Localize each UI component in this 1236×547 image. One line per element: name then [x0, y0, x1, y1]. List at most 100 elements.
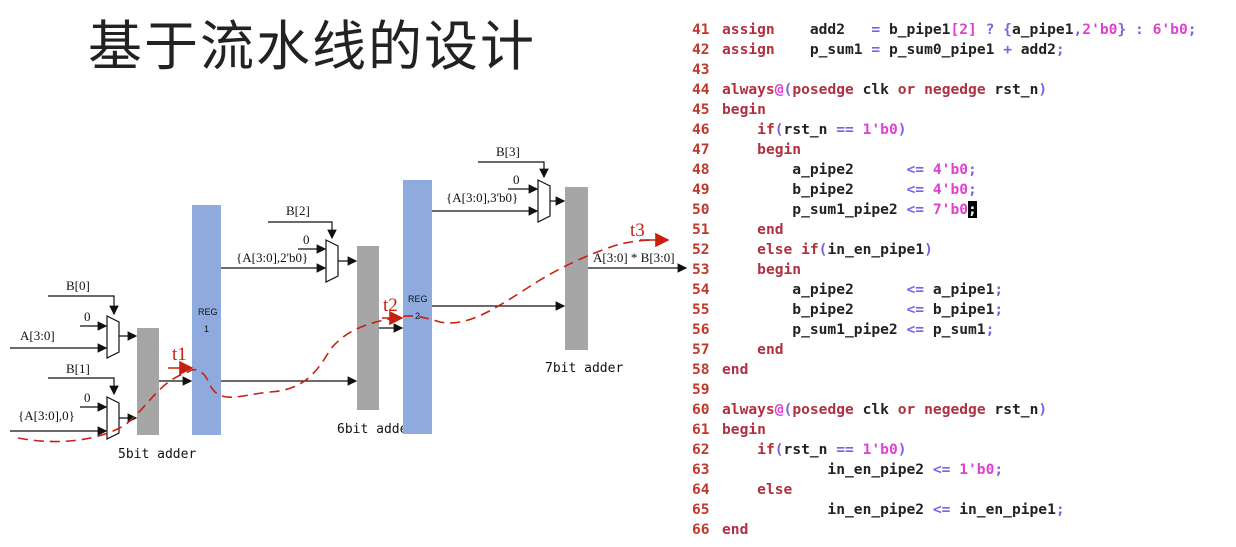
code-token: )	[897, 441, 907, 458]
code-line: 59	[692, 380, 1197, 400]
reg-1-index: 1	[204, 324, 209, 334]
line-number: 56	[692, 321, 710, 338]
code-token: rst_n	[783, 121, 837, 138]
code-token: [2]	[950, 21, 977, 38]
code-token: ;	[994, 461, 1004, 478]
label-b1: B[1]	[66, 361, 90, 376]
code-token: <=	[906, 301, 933, 318]
line-number: 58	[692, 361, 710, 378]
code-token: p_sum1	[932, 321, 986, 338]
adder-5bit-label: 5bit adder	[118, 447, 196, 462]
code-token: assign	[722, 41, 775, 58]
code-token: end	[757, 221, 784, 238]
code-token: rst_n	[783, 441, 837, 458]
line-number: 47	[692, 141, 710, 158]
line-number: 66	[692, 521, 710, 538]
wire-b2	[268, 221, 337, 240]
code-token	[722, 221, 757, 238]
line-number: 49	[692, 181, 710, 198]
code-token: in_en_pipe2	[722, 501, 933, 518]
code-token: ;	[1055, 501, 1065, 518]
code-token: b_pipe2	[722, 181, 907, 198]
code-token: b_pipe2	[722, 301, 907, 318]
line-number: 43	[692, 61, 710, 78]
line-number: 59	[692, 381, 710, 398]
code-line: 64 else	[692, 480, 1197, 500]
code-token: +	[1003, 41, 1021, 58]
code-token: a_pipe2	[722, 281, 907, 298]
label-a-shift3: {A[3:0],3'b0}	[446, 190, 518, 205]
code-token: posedge	[792, 401, 863, 418]
output-label: A[3:0] * B[3:0]	[593, 250, 675, 265]
code-token: in_en_pipe1	[959, 501, 1056, 518]
code-token	[722, 261, 757, 278]
code-line: 46 if(rst_n == 1'b0)	[692, 120, 1197, 140]
reg-1	[192, 205, 221, 435]
label-b0: B[0]	[66, 278, 90, 293]
code-token: end	[722, 361, 749, 378]
stage-t2: t2	[383, 295, 398, 316]
code-line: 43	[692, 60, 1197, 80]
code-token: negedge	[924, 401, 995, 418]
code-token: )	[897, 121, 907, 138]
label-zero-2: 0	[84, 390, 91, 405]
code-token: a_pipe2	[722, 161, 907, 178]
code-line: 66 end	[692, 520, 1197, 540]
code-token: 4'b0	[932, 161, 969, 178]
line-number: 52	[692, 241, 710, 258]
code-token: p_sum1	[774, 41, 872, 58]
line-number: 55	[692, 301, 710, 318]
code-token: 4'b0	[932, 181, 969, 198]
code-line: 57 end	[692, 340, 1197, 360]
pipeline-path-red	[17, 239, 656, 443]
code-token: p_sum0_pipe1	[888, 41, 1004, 58]
code-token: ;	[985, 321, 995, 338]
code-token: =	[871, 41, 889, 58]
code-token: (	[783, 401, 793, 418]
code-token: 2'b0	[1082, 21, 1118, 38]
line-number: 46	[692, 121, 710, 138]
code-token: ;	[994, 301, 1004, 318]
code-token: always	[722, 401, 775, 418]
code-token: rst_n	[994, 401, 1039, 418]
code-token: else if	[757, 241, 819, 258]
code-line: 55 b_pipe2 <= b_pipe1;	[692, 300, 1197, 320]
code-token: add2	[774, 21, 872, 38]
line-number: 54	[692, 281, 710, 298]
line-number: 41	[692, 21, 710, 38]
slide-title: 基于流水线的设计	[88, 15, 536, 78]
code-token: begin	[722, 421, 766, 438]
code-token: assign	[722, 21, 775, 38]
code-token: ;	[1055, 41, 1065, 58]
stage-t3: t3	[630, 220, 645, 241]
code-token: =	[871, 21, 889, 38]
code-token: end	[722, 521, 749, 538]
code-token: ,	[1073, 21, 1083, 38]
code-token: 6'b0	[1152, 21, 1188, 38]
code-line: 45 begin	[692, 100, 1197, 120]
label-a-shift2: {A[3:0],2'b0}	[236, 250, 308, 265]
line-number: 50	[692, 201, 710, 218]
code-token: begin	[722, 101, 766, 118]
code-line: 56 p_sum1_pipe2 <= p_sum1;	[692, 320, 1197, 340]
code-token: end	[757, 341, 784, 358]
code-token: <=	[906, 161, 933, 178]
adder-7bit-label: 7bit adder	[545, 361, 623, 376]
line-number: 44	[692, 81, 710, 98]
code-token: (	[783, 81, 793, 98]
code-token: add2	[1020, 41, 1056, 58]
code-line: 49 b_pipe2 <= 4'b0;	[692, 180, 1197, 200]
line-number: 63	[692, 461, 710, 478]
code-token: ;	[994, 281, 1004, 298]
line-number: 45	[692, 101, 710, 118]
code-token: (	[774, 121, 784, 138]
code-token	[722, 341, 757, 358]
code-token: p_sum1_pipe2	[722, 201, 907, 218]
code-token: 1'b0	[959, 461, 995, 478]
code-token: clk	[862, 401, 898, 418]
wire-b0	[48, 295, 119, 316]
code-token: rst_n	[994, 81, 1039, 98]
mux-4	[537, 179, 551, 223]
